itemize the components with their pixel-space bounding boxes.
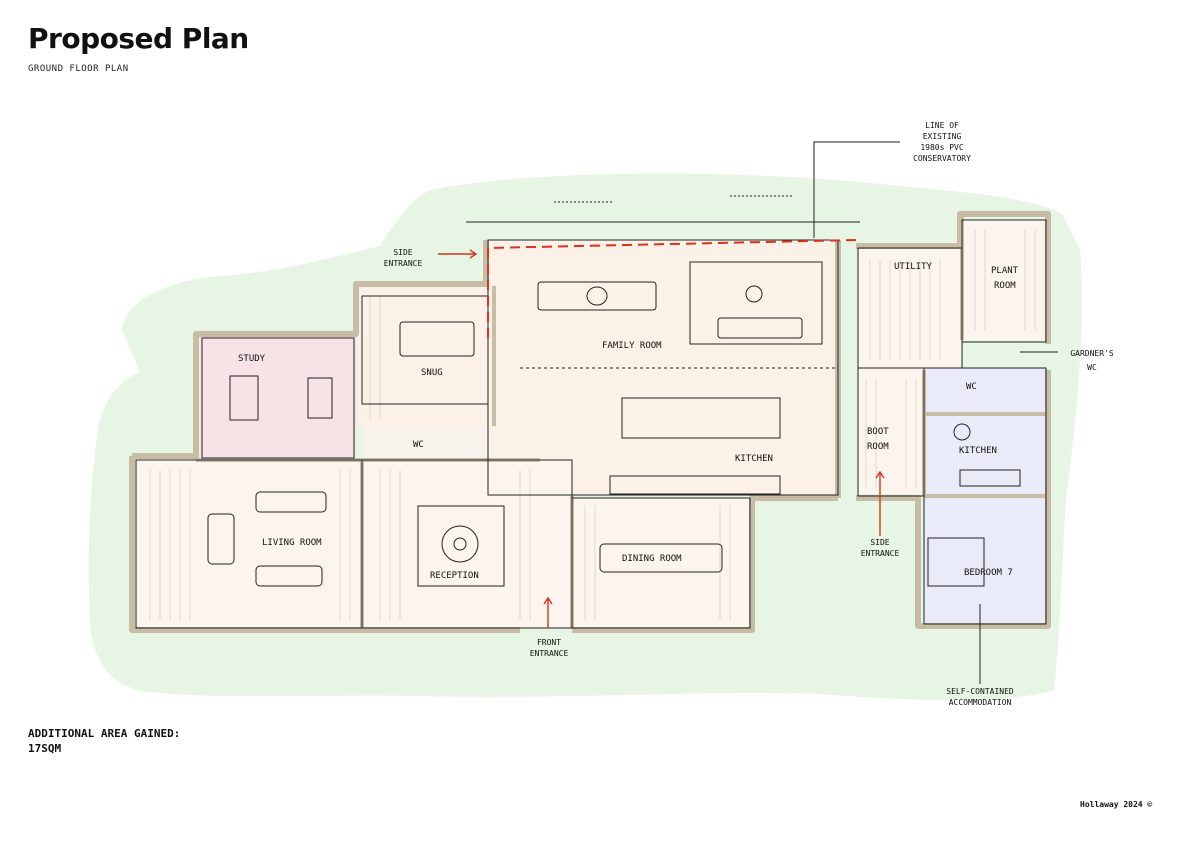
label-study: STUDY — [238, 354, 266, 364]
dining-table-family — [537, 281, 657, 311]
dining-floor — [572, 498, 750, 628]
wall-west-wing — [132, 240, 489, 459]
plant-room-floor — [962, 220, 1044, 340]
plant-outline — [961, 219, 1047, 343]
note-gardners-wc-2: WC — [1087, 363, 1097, 372]
note-side-entrance-right-1: SIDE — [870, 538, 889, 547]
dining-table-formal — [599, 543, 723, 573]
family-sofa — [717, 317, 803, 339]
additional-area-label: ADDITIONAL AREA GAINED: — [28, 727, 181, 740]
annex-outline — [923, 367, 1047, 625]
dining-outline — [571, 497, 751, 629]
kitchen-island — [621, 397, 781, 439]
wall-main-outline — [129, 456, 838, 633]
walls — [129, 211, 1051, 633]
reception-floor — [362, 460, 572, 628]
reception-rug — [417, 505, 505, 587]
note-side-entrance-right-2: ENTRANCE — [861, 549, 900, 558]
additional-area-value: 17SQM — [28, 742, 62, 755]
living-sofa-bottom — [255, 565, 323, 587]
living-sofa-left — [207, 513, 235, 565]
note-gardners-wc-1: GARDNER'S — [1070, 349, 1114, 358]
arrow-front-entrance — [543, 596, 553, 628]
label-plant-room-1: PLANT — [991, 266, 1019, 276]
kitchen-counter — [609, 475, 781, 495]
entrance-arrows — [438, 249, 885, 628]
label-plant-room-2: ROOM — [994, 281, 1016, 291]
annex-table — [953, 423, 971, 441]
label-living-room: LIVING ROOM — [262, 538, 322, 548]
note-self-contained-1: SELF-CONTAINED — [946, 687, 1014, 696]
bed — [927, 537, 985, 587]
study-armchair — [307, 377, 333, 419]
annotations: LINE OF EXISTING 1980s PVC CONSERVATORY … — [384, 121, 1114, 707]
note-front-entrance-1: FRONT — [537, 638, 561, 647]
breakfast-table — [689, 261, 823, 345]
study-desk — [229, 375, 259, 421]
note-conservatory-2: EXISTING — [923, 132, 962, 141]
living-room-floor — [138, 460, 362, 628]
label-kitchen-main: KITCHEN — [735, 454, 773, 464]
page-subtitle: GROUND FLOOR PLAN — [28, 64, 129, 74]
label-reception: RECEPTION — [430, 571, 479, 581]
note-conservatory-4: CONSERVATORY — [913, 154, 971, 163]
label-boot-room-1: BOOT — [867, 427, 889, 437]
dimension-arrows — [554, 195, 792, 203]
page-title: Proposed Plan — [28, 22, 249, 55]
study-floor — [200, 336, 356, 460]
note-side-entrance-left-2: ENTRANCE — [384, 259, 423, 268]
snug-sofa — [399, 321, 475, 357]
ink-outlines — [135, 219, 1047, 629]
label-utility: UTILITY — [894, 262, 933, 272]
label-dining-room: DINING ROOM — [622, 554, 682, 564]
boot-room-floor — [858, 368, 924, 494]
arrow-side-entrance-right — [875, 470, 885, 536]
label-wc-main: WC — [413, 440, 424, 450]
leader-conservatory — [813, 141, 900, 238]
label-wc-annex: WC — [966, 382, 977, 392]
snug-outline — [361, 295, 489, 405]
label-snug: SNUG — [421, 368, 443, 378]
floor-hatching — [149, 230, 1036, 620]
furniture — [207, 261, 1021, 587]
arrow-side-entrance-left — [438, 249, 478, 259]
copyright-credit: Hollaway 2024 © — [1080, 800, 1153, 809]
existing-conservatory-line — [487, 239, 857, 338]
note-side-entrance-left-1: SIDE — [393, 248, 412, 257]
annex-kitchen-counter — [959, 469, 1021, 487]
note-conservatory-1: LINE OF — [925, 121, 959, 130]
wall-annex — [856, 211, 1051, 629]
label-kitchen-annex: KITCHEN — [959, 446, 997, 456]
note-front-entrance-2: ENTRANCE — [530, 649, 569, 658]
note-conservatory-3: 1980s PVC — [920, 143, 964, 152]
note-self-contained-2: ACCOMMODATION — [949, 698, 1012, 707]
room-labels: FAMILY ROOM SNUG STUDY WC KITCHEN LIVING… — [238, 262, 1019, 581]
additional-area-block: ADDITIONAL AREA GAINED: 17SQM — [28, 726, 180, 756]
label-family-room: FAMILY ROOM — [602, 341, 662, 351]
label-bedroom: BEDROOM 7 — [964, 568, 1013, 578]
reception-table-inner — [453, 537, 467, 551]
family-side-chair — [745, 285, 763, 303]
label-boot-room-2: ROOM — [867, 442, 889, 452]
living-sofa-top — [255, 491, 327, 513]
study-outline — [201, 337, 355, 459]
wc-floor — [362, 426, 492, 460]
table-centrepiece — [586, 286, 608, 306]
leader-lines — [813, 141, 1058, 684]
reception-table — [441, 525, 479, 563]
